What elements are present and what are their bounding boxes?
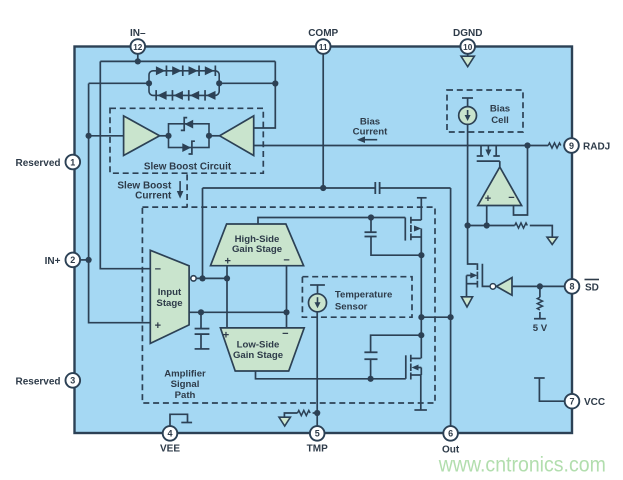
svg-text:Reserved: Reserved <box>15 376 60 387</box>
svg-text:High-Side: High-Side <box>235 234 280 245</box>
svg-text:Amplifier: Amplifier <box>164 369 206 380</box>
svg-text:Out: Out <box>442 445 460 456</box>
svg-text:5 V: 5 V <box>533 323 548 334</box>
svg-text:3: 3 <box>70 376 75 386</box>
svg-text:Current: Current <box>135 190 172 201</box>
svg-text:7: 7 <box>569 397 574 407</box>
svg-text:Input: Input <box>158 287 182 298</box>
svg-text:Low-Side: Low-Side <box>237 340 280 351</box>
svg-text:COMP: COMP <box>308 28 338 39</box>
svg-text:Path: Path <box>175 390 196 401</box>
svg-text:−: − <box>508 192 514 204</box>
svg-text:Slew Boost Circuit: Slew Boost Circuit <box>144 162 232 173</box>
svg-text:Signal: Signal <box>171 379 200 390</box>
svg-text:IN+: IN+ <box>45 256 61 267</box>
svg-text:Reserved: Reserved <box>15 158 60 169</box>
svg-text:5: 5 <box>315 429 320 439</box>
svg-text:10: 10 <box>463 43 473 52</box>
svg-text:−: − <box>283 255 289 267</box>
svg-text:DGND: DGND <box>453 28 482 39</box>
svg-text:−: − <box>155 263 161 275</box>
svg-text:2: 2 <box>70 255 75 265</box>
svg-text:11: 11 <box>319 43 328 52</box>
svg-text:Bias: Bias <box>490 104 510 115</box>
svg-text:IN–: IN– <box>130 28 146 39</box>
svg-text:Current: Current <box>353 126 388 137</box>
svg-text:Bias: Bias <box>360 116 380 127</box>
svg-text:Gain Stage: Gain Stage <box>233 350 283 361</box>
svg-text:VCC: VCC <box>584 397 605 408</box>
svg-text:VEE: VEE <box>160 444 180 455</box>
svg-text:SD: SD <box>585 282 599 293</box>
svg-text:Stage: Stage <box>156 298 182 309</box>
svg-text:6: 6 <box>448 429 453 439</box>
svg-text:−: − <box>282 328 288 340</box>
svg-text:8: 8 <box>569 282 574 292</box>
svg-text:Gain Stage: Gain Stage <box>232 244 282 255</box>
svg-text:Slew Boost: Slew Boost <box>117 180 172 191</box>
svg-text:RADJ: RADJ <box>583 141 610 152</box>
svg-text:TMP: TMP <box>307 444 328 455</box>
svg-text:9: 9 <box>569 141 574 151</box>
svg-text:4: 4 <box>167 429 172 439</box>
svg-text:Cell: Cell <box>491 115 509 126</box>
svg-text:www.cntronics.com: www.cntronics.com <box>438 454 606 477</box>
svg-text:Temperature: Temperature <box>335 290 392 301</box>
svg-text:+: + <box>485 193 491 205</box>
svg-text:+: + <box>223 330 229 342</box>
svg-text:Sensor: Sensor <box>335 302 368 313</box>
svg-text:+: + <box>155 320 161 332</box>
svg-text:12: 12 <box>133 43 143 52</box>
svg-text:+: + <box>224 255 230 267</box>
svg-text:1: 1 <box>70 157 75 167</box>
